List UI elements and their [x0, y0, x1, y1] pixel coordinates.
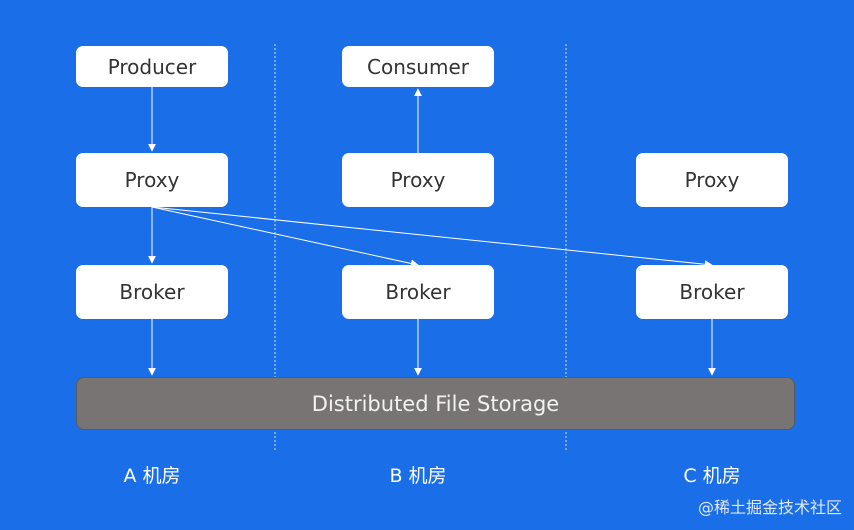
arrow-proxy-a-to-broker-c: [151, 206, 713, 269]
broker-b-box: Broker: [342, 265, 494, 319]
proxy-c-box: Proxy: [636, 153, 788, 207]
zone-label-a: A 机房: [123, 465, 181, 487]
arrow-proxy-a-to-broker-b: [151, 206, 419, 268]
zone-label-c: C 机房: [683, 465, 741, 487]
distributed-file-storage: Distributed File Storage: [76, 377, 795, 430]
consumer-box: Consumer: [342, 46, 494, 87]
watermark: @稀土掘金技术社区: [697, 498, 842, 517]
proxy-a-box: Proxy: [76, 153, 228, 207]
broker-c-box: Broker: [636, 265, 788, 319]
proxy-b-box: Proxy: [342, 153, 494, 207]
broker-a-box: Broker: [76, 265, 228, 319]
zone-label-b: B 机房: [389, 465, 447, 487]
producer-box: Producer: [76, 46, 228, 87]
